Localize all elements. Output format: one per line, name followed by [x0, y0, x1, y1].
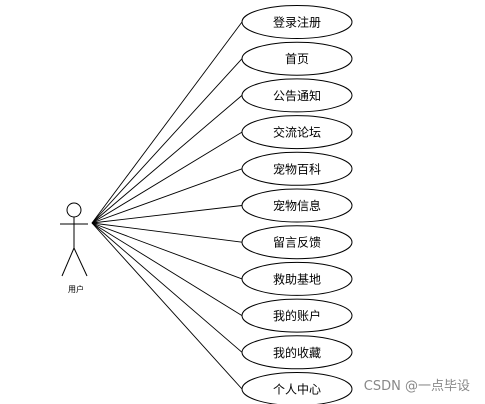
- use-case: 首页: [241, 41, 353, 76]
- use-case: 救助基地: [241, 261, 353, 296]
- use-case-label: 登录注册: [273, 15, 321, 30]
- use-case: 交流论坛: [241, 115, 353, 150]
- actor-right-leg: [73, 247, 88, 277]
- use-case-label: 宠物信息: [273, 198, 321, 213]
- use-case: 我的账户: [241, 298, 353, 333]
- association-line: [91, 222, 243, 353]
- use-case: 我的收藏: [241, 335, 353, 370]
- use-case-label: 交流论坛: [273, 125, 321, 140]
- association-line: [91, 205, 243, 224]
- use-case-label: 个人中心: [273, 382, 321, 397]
- use-case-ellipse: [241, 5, 353, 39]
- use-case-ellipse: [241, 78, 353, 113]
- use-case: 宠物信息: [241, 188, 353, 223]
- association-line: [91, 131, 243, 224]
- use-case-label: 我的收藏: [273, 345, 321, 360]
- use-case-ellipse: [241, 41, 353, 76]
- use-case: 个人中心: [241, 372, 353, 404]
- association-line: [91, 95, 243, 224]
- association-line: [91, 58, 243, 224]
- use-case-label: 救助基地: [273, 271, 321, 286]
- actor-left-leg: [61, 247, 75, 277]
- actor-head: [66, 202, 82, 218]
- association-line: [91, 222, 243, 243]
- use-case: 公告通知: [241, 78, 353, 113]
- use-case-label: 留言反馈: [273, 236, 321, 250]
- watermark: CSDN @一点毕设: [364, 379, 470, 394]
- actor-user: 用户: [60, 202, 88, 294]
- use-case: 留言反馈: [241, 225, 353, 260]
- use-case: 登录注册: [241, 5, 353, 39]
- use-case-ellipse: [241, 335, 353, 370]
- use-case-ellipse: [241, 225, 353, 260]
- association-line: [91, 222, 243, 390]
- use-cases: 登录注册首页公告通知交流论坛宠物百科宠物信息留言反馈救助基地我的账户我的收藏个人…: [241, 5, 353, 404]
- use-case-ellipse: [241, 188, 353, 223]
- use-case-ellipse: [241, 115, 353, 150]
- use-case: 宠物百科: [241, 151, 353, 186]
- association-line: [91, 21, 243, 224]
- association-lines: [91, 21, 243, 390]
- association-line: [91, 222, 243, 280]
- use-case-label: 公告通知: [273, 89, 321, 103]
- association-line: [91, 168, 243, 224]
- association-line: [91, 222, 243, 316]
- use-case-ellipse: [241, 151, 353, 186]
- use-case-ellipse: [241, 372, 353, 404]
- actor-label: 用户: [68, 284, 84, 294]
- use-case-label: 首页: [285, 52, 309, 66]
- use-case-ellipse: [241, 261, 353, 296]
- use-case-ellipse: [241, 298, 353, 333]
- use-case-label: 宠物百科: [273, 161, 321, 176]
- use-case-label: 我的账户: [273, 308, 321, 323]
